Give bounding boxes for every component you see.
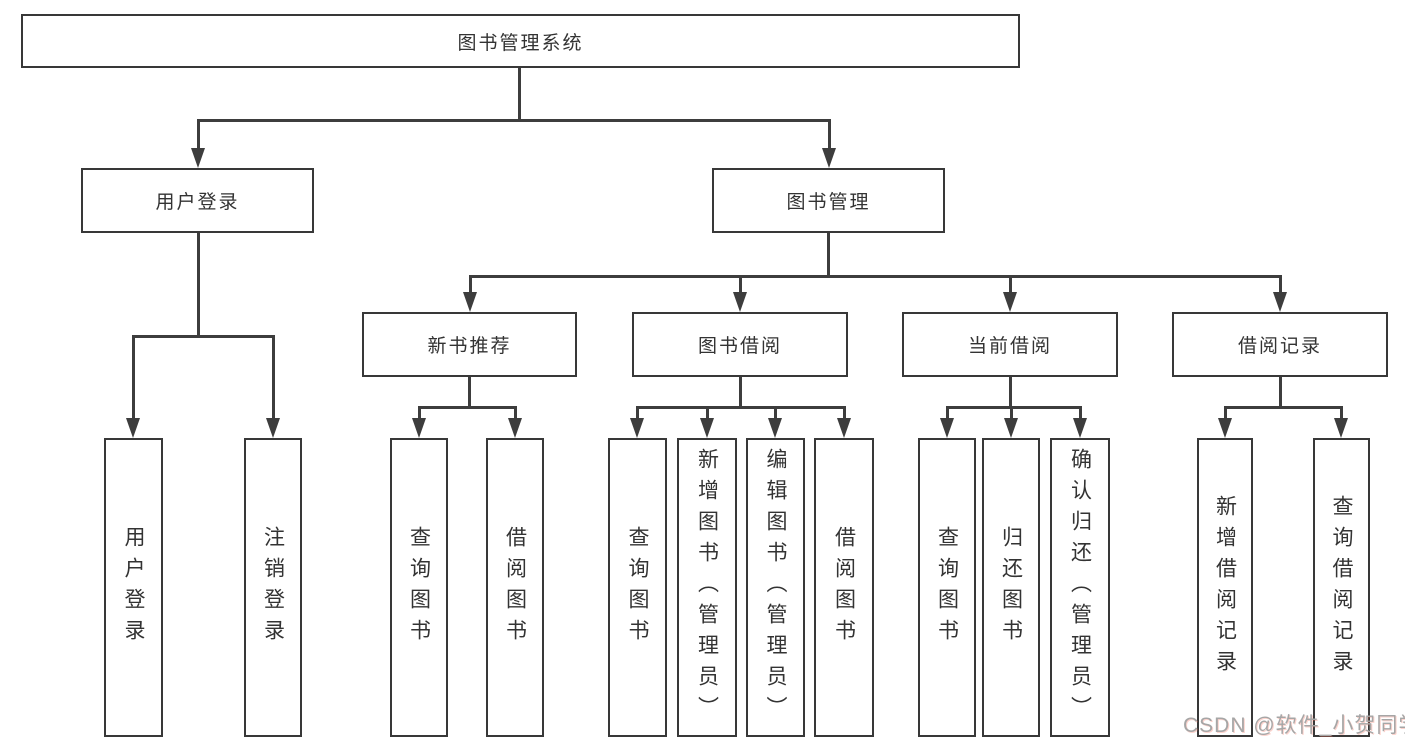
node-leaf-return-book: 归还图书	[982, 438, 1040, 737]
node-leaf-add-borrow-record: 新增借阅记录	[1197, 438, 1253, 737]
connector-bar-line	[635, 406, 846, 409]
connector-drop-line	[842, 409, 846, 418]
connector-stem-line	[467, 377, 471, 409]
node-label: 当前借阅	[967, 336, 1052, 357]
node-label: 借阅记录	[1237, 336, 1322, 357]
node-borrow-records: 借阅记录	[1172, 312, 1388, 377]
node-label: 图书借阅	[697, 336, 782, 357]
connector-drop-line	[827, 122, 831, 148]
arrow-down-icon	[1073, 418, 1087, 438]
connector-bar-line	[196, 119, 831, 122]
arrow-down-icon	[266, 418, 280, 438]
node-leaf-query-book-recommend: 查询图书	[390, 438, 448, 737]
connector-drop-line	[131, 338, 135, 418]
connector-drop-line	[1278, 278, 1282, 292]
node-library-management-system: 图书管理系统	[21, 14, 1020, 68]
arrow-down-icon	[1334, 418, 1348, 438]
node-current-borrow: 当前借阅	[902, 312, 1118, 377]
arrow-down-icon	[1273, 292, 1287, 312]
node-leaf-logout: 注销登录	[244, 438, 302, 737]
node-book-borrow: 图书借阅	[632, 312, 848, 377]
connector-bar-line	[1223, 406, 1343, 409]
arrow-down-icon	[733, 292, 747, 312]
node-leaf-edit-book-admin: 编辑图书（管理员）	[746, 438, 805, 737]
connector-drop-line	[738, 278, 742, 292]
arrow-down-icon	[463, 292, 477, 312]
node-label: 编辑图书（管理员）	[764, 448, 787, 727]
node-label: 新增借阅记录	[1213, 494, 1237, 681]
arrow-down-icon	[837, 418, 851, 438]
connector-drop-line	[945, 409, 949, 418]
node-label: 查询图书	[935, 525, 959, 650]
arrow-down-icon	[1218, 418, 1232, 438]
node-label: 用户登录	[155, 192, 240, 213]
node-leaf-add-book-admin: 新增图书（管理员）	[677, 438, 737, 737]
connector-drop-line	[468, 278, 472, 292]
arrow-down-icon	[191, 148, 205, 168]
connector-drop-line	[271, 338, 275, 418]
connector-bar-line	[945, 406, 1082, 409]
connector-drop-line	[635, 409, 639, 418]
node-label: 借阅图书	[503, 525, 527, 650]
node-leaf-query-book-current: 查询图书	[918, 438, 976, 737]
node-leaf-user-login: 用户登录	[104, 438, 163, 737]
arrow-down-icon	[630, 418, 644, 438]
connector-drop-line	[705, 409, 709, 418]
node-label: 确认归还（管理员）	[1068, 448, 1092, 727]
connector-drop-line	[773, 409, 777, 418]
node-label: 用户登录	[122, 525, 145, 650]
connector-drop-line	[1009, 409, 1013, 418]
node-leaf-borrow-book: 借阅图书	[814, 438, 874, 737]
connector-drop-line	[196, 122, 200, 148]
node-label: 新书推荐	[427, 336, 512, 357]
connector-drop-line	[1078, 409, 1082, 418]
node-label: 查询图书	[407, 525, 431, 650]
arrow-down-icon	[768, 418, 782, 438]
node-label: 注销登录	[261, 525, 285, 650]
arrow-down-icon	[700, 418, 714, 438]
connector-bar-line	[131, 335, 275, 338]
node-label: 图书管理系统	[457, 32, 584, 54]
node-leaf-query-book-borrow: 查询图书	[608, 438, 667, 737]
node-label: 新增图书（管理员）	[695, 448, 719, 727]
node-leaf-query-borrow-record: 查询借阅记录	[1313, 438, 1370, 737]
csdn-watermark: CSDN @软件_小贺同学	[1183, 714, 1405, 737]
arrow-down-icon	[412, 418, 426, 438]
node-leaf-borrow-book-recommend: 借阅图书	[486, 438, 544, 737]
connector-stem-line	[517, 68, 521, 122]
node-leaf-confirm-return-admin: 确认归还（管理员）	[1050, 438, 1110, 737]
node-book-management: 图书管理	[712, 168, 945, 233]
arrow-down-icon	[1004, 418, 1018, 438]
connector-stem-line	[738, 377, 742, 409]
arrow-down-icon	[508, 418, 522, 438]
connector-drop-line	[1339, 409, 1343, 418]
connector-stem-line	[1008, 377, 1012, 409]
connector-drop-line	[1223, 409, 1227, 418]
node-label: 图书管理	[786, 192, 871, 213]
node-label: 归还图书	[999, 525, 1023, 650]
node-label: 借阅图书	[832, 525, 856, 650]
connector-bar-line	[417, 406, 517, 409]
connector-drop-line	[417, 409, 421, 418]
node-user-login: 用户登录	[81, 168, 314, 233]
arrow-down-icon	[126, 418, 140, 438]
node-label: 查询借阅记录	[1330, 494, 1353, 681]
node-label: 查询图书	[626, 525, 649, 650]
connector-stem-line	[826, 233, 830, 278]
arrow-down-icon	[822, 148, 836, 168]
connector-drop-line	[1008, 278, 1012, 292]
connector-stem-line	[196, 233, 200, 338]
connector-bar-line	[468, 275, 1282, 278]
connector-drop-line	[513, 409, 517, 418]
arrow-down-icon	[1003, 292, 1017, 312]
connector-stem-line	[1278, 377, 1282, 409]
arrow-down-icon	[940, 418, 954, 438]
node-new-book-recommend: 新书推荐	[362, 312, 577, 377]
